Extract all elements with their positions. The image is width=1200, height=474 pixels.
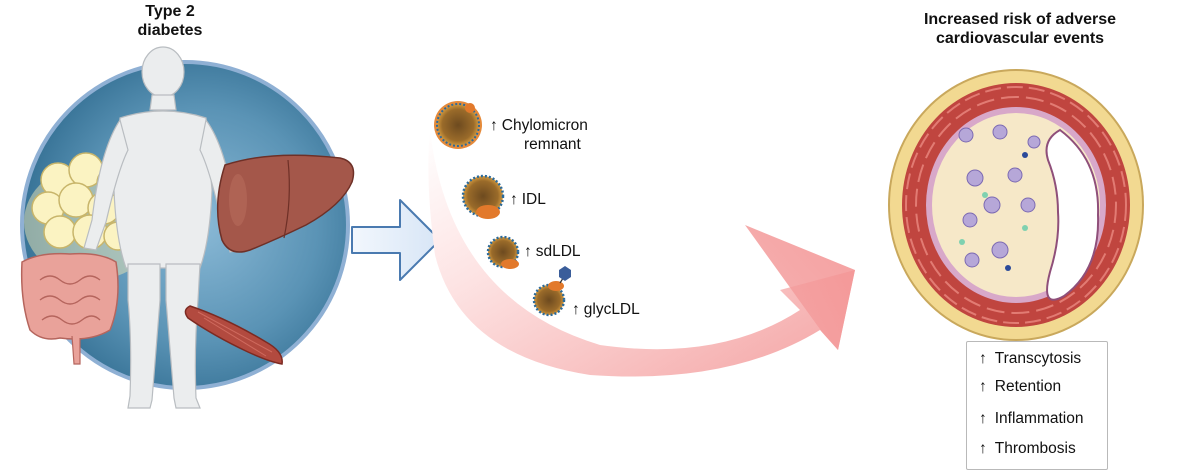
idl-particle-icon	[461, 174, 505, 219]
chylomicron-remnant-label: ↑Chylomicron remnant	[490, 116, 588, 154]
diabetes-title-line1: Type 2	[145, 3, 195, 20]
diabetes-title-line2: diabetes	[137, 22, 203, 39]
up-arrow-icon: ↑	[510, 191, 518, 208]
effect-label: Inflammation	[994, 410, 1084, 427]
up-arrow-icon: ↑	[979, 378, 987, 395]
effect-transcytosis: ↑ Transcytosis	[979, 350, 1081, 368]
lipoprotein-curve-arrow	[428, 130, 855, 377]
diabetes-title: Type 2 diabetes	[100, 2, 240, 40]
intestines-icon	[20, 252, 119, 365]
cardiovascular-title-line1: Increased risk of adverse	[923, 11, 1117, 28]
cardiovascular-title: Increased risk of adverse cardiovascular…	[900, 10, 1140, 48]
muscle-icon	[184, 305, 283, 365]
effect-retention: ↑ Retention	[979, 378, 1061, 396]
effect-label: Thrombosis	[994, 440, 1076, 457]
label-text: sdLDL	[535, 243, 581, 260]
transition-arrow-icon	[351, 199, 441, 281]
label-text: glycLDL	[583, 301, 640, 318]
chylomicron-remnant-particle-icon	[434, 101, 482, 149]
up-arrow-icon: ↑	[490, 117, 498, 134]
label-text: IDL	[521, 191, 546, 208]
glycldl-particle-icon	[532, 266, 571, 317]
effect-thrombosis: ↑ Thrombosis	[979, 440, 1076, 458]
glycldl-label: ↑glycLDL	[572, 300, 640, 319]
liver-icon	[216, 154, 355, 253]
label-text: Chylomicron	[501, 117, 588, 134]
cardiovascular-title-line2: cardiovascular events	[935, 30, 1105, 47]
effects-box: ↑ Transcytosis ↑ Retention ↑ Inflammation ↑…	[966, 341, 1108, 470]
sdldl-label: ↑sdLDL	[524, 242, 581, 261]
sdldl-particle-icon	[486, 235, 520, 269]
up-arrow-icon: ↑	[979, 410, 987, 427]
up-arrow-icon: ↑	[524, 243, 532, 260]
up-arrow-icon: ↑	[572, 301, 580, 318]
label-text-line2: remnant	[524, 136, 581, 153]
blood-vessel-cross-section-icon	[888, 69, 1144, 341]
up-arrow-icon: ↑	[979, 350, 987, 367]
effect-label: Transcytosis	[994, 350, 1082, 367]
effect-inflammation: ↑ Inflammation	[979, 410, 1083, 428]
idl-label: ↑IDL	[510, 190, 546, 209]
effect-label: Retention	[994, 378, 1062, 395]
up-arrow-icon: ↑	[979, 440, 987, 457]
